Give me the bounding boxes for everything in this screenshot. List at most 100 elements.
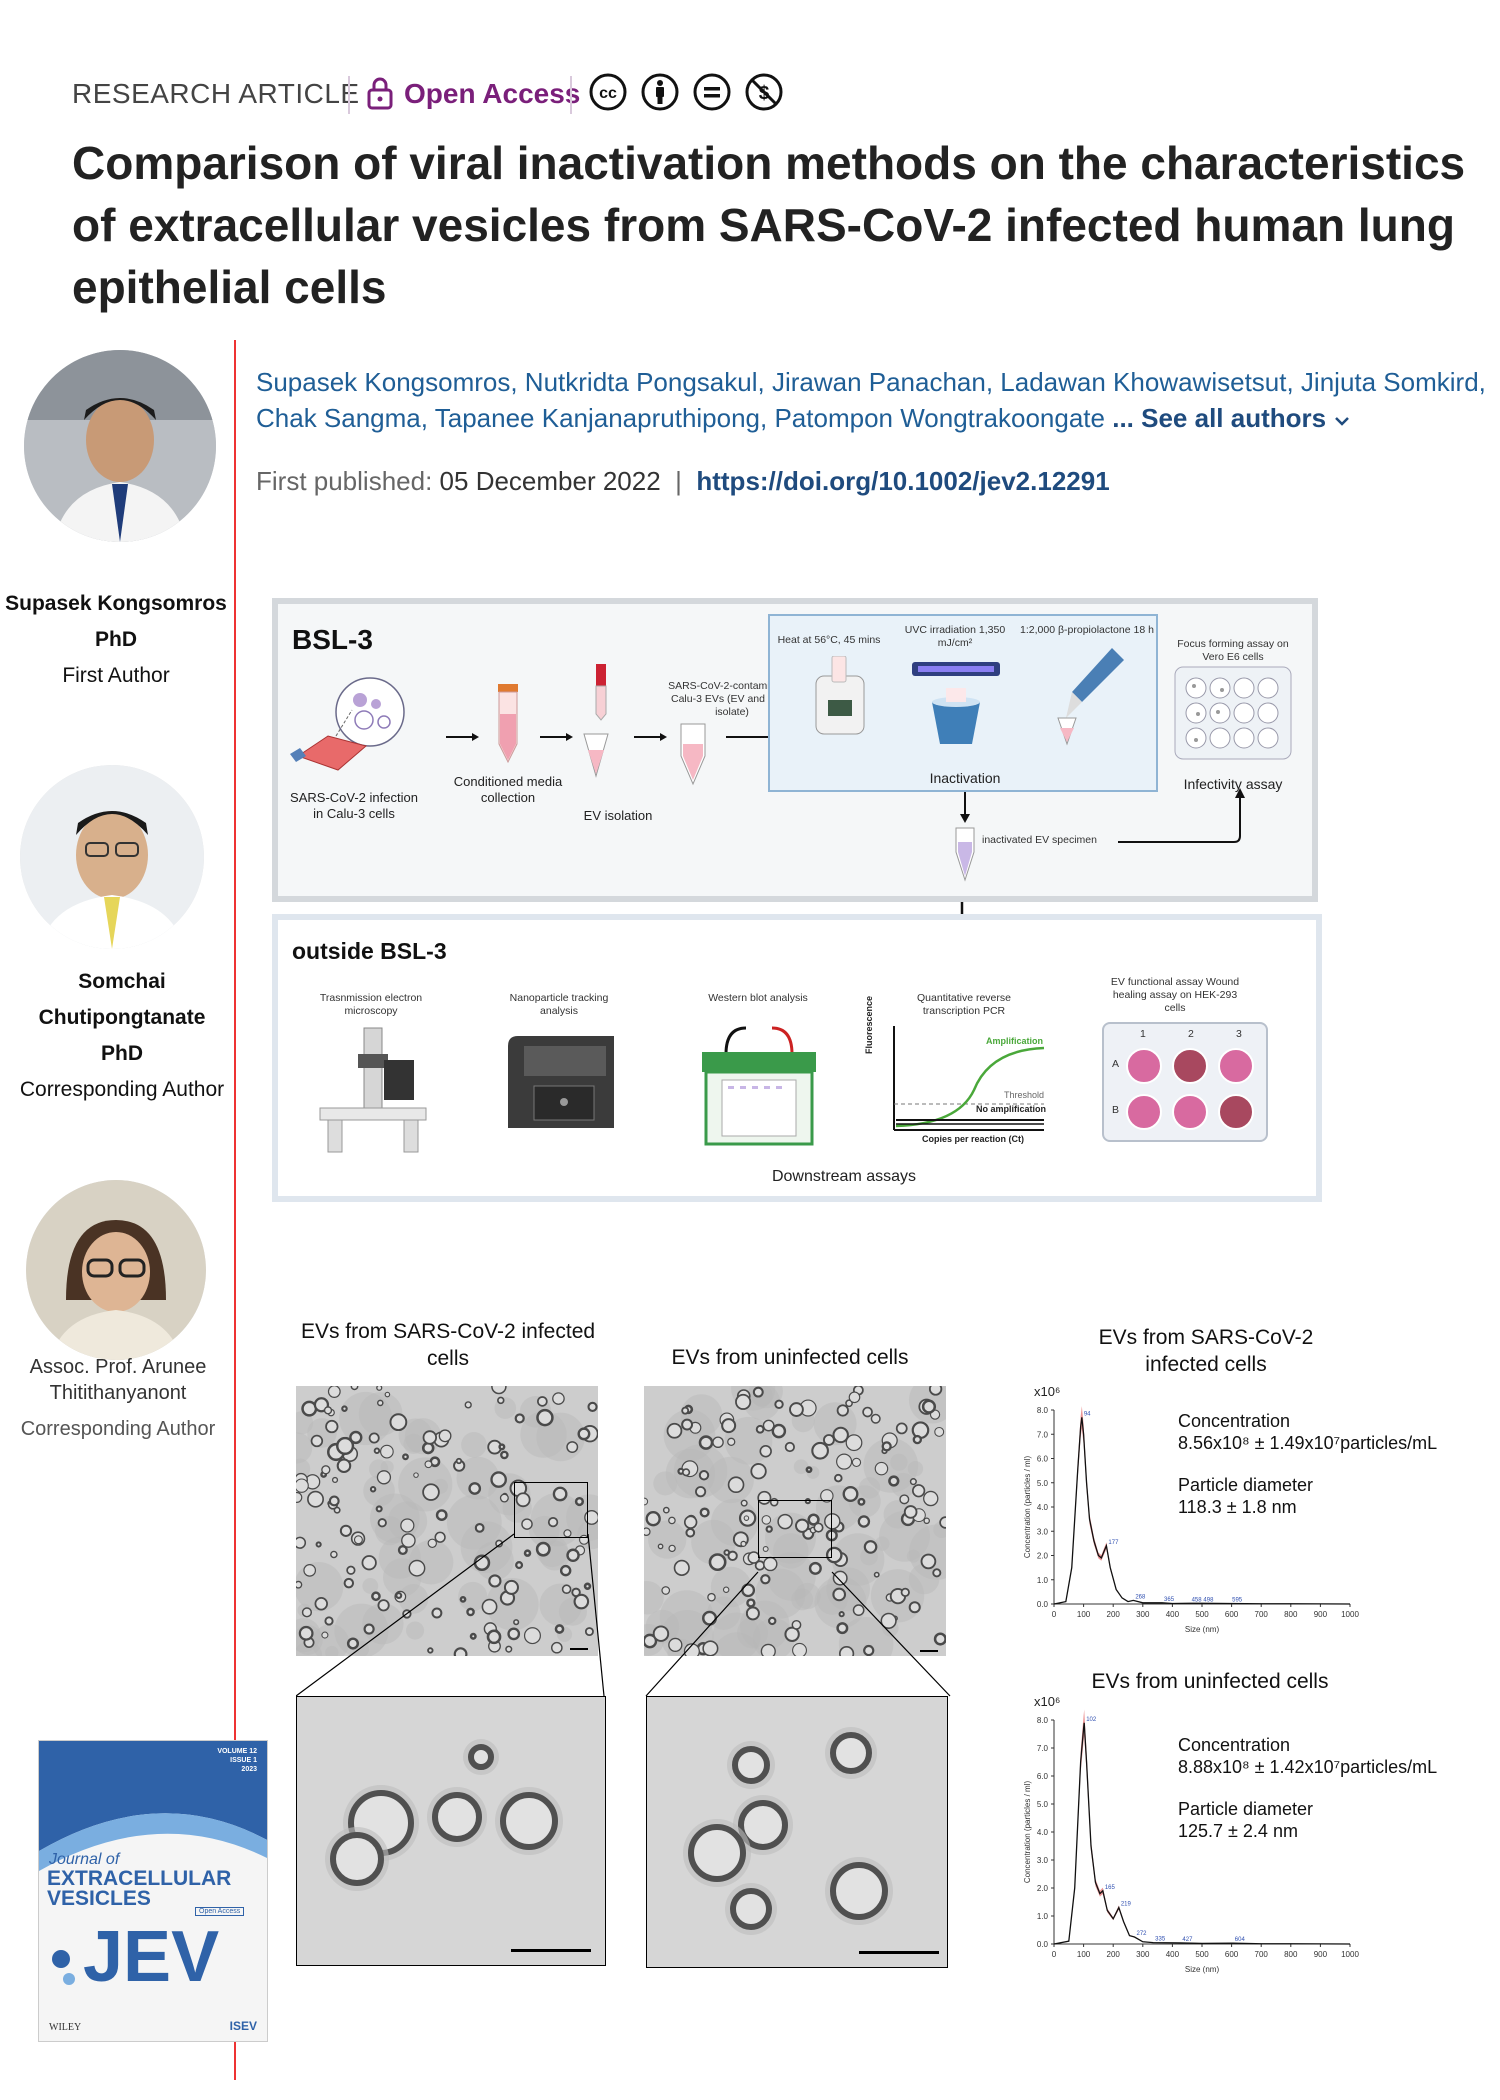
x-tick-label: 600	[1225, 1950, 1239, 1959]
cover-open-access: Open Access	[195, 1907, 245, 1916]
vesicle	[644, 1527, 651, 1537]
y-tick-label: 0.0	[1037, 1600, 1049, 1609]
vesicle	[346, 1637, 360, 1650]
vesicle	[466, 1607, 475, 1617]
qpcr-label: Quantitative reverse transcription PCR	[917, 992, 1011, 1017]
vesicle	[577, 1427, 591, 1441]
uninfected-micrograph-caption: EVs from uninfected cells	[671, 1346, 909, 1369]
vesicle	[863, 1644, 875, 1656]
vesicle	[513, 1619, 520, 1626]
tem-stain-blob	[814, 1576, 867, 1629]
vesicle	[668, 1637, 683, 1653]
vesicle	[857, 1515, 871, 1528]
error-band	[1054, 1406, 1350, 1604]
authors-text[interactable]: Supasek Kongsomros, Nutkridta Pongsakul,…	[256, 367, 1486, 433]
y-tick-label: 2.0	[1037, 1884, 1049, 1893]
western-blot-label: Western blot analysis	[708, 992, 808, 1004]
vesicle	[563, 1529, 572, 1538]
tem-stain-blob	[648, 1520, 687, 1559]
no-derivatives-icon[interactable]	[692, 72, 732, 112]
vesicle	[836, 1622, 849, 1635]
concentration-label: Concentration	[1178, 1735, 1291, 1755]
copies-axis-label: Copies per reaction (Ct)	[922, 1134, 1025, 1144]
tem-label: Trasnmission electron microscopy	[319, 992, 423, 1017]
tem-stain-blob	[644, 1581, 664, 1615]
y-axis-label: Concentration (particles / ml)	[1023, 1456, 1032, 1559]
vesicle	[760, 1643, 776, 1656]
falcon-tube-illustration	[498, 684, 518, 764]
vesicle	[759, 1445, 772, 1458]
tem-stain-blob	[659, 1590, 714, 1645]
x-axis-label: Size (nm)	[1185, 1625, 1220, 1634]
author-degree: PhD	[95, 628, 137, 651]
doi-link[interactable]: https://doi.org/10.1002/jev2.12291	[696, 466, 1110, 496]
peak-label: 177	[1108, 1540, 1119, 1546]
vesicle	[722, 1586, 730, 1594]
vesicle	[923, 1490, 939, 1507]
arrow-icon	[446, 733, 479, 741]
see-all-authors-link[interactable]: ... See all authors	[1105, 403, 1327, 433]
tem-micrograph	[644, 1386, 946, 1656]
y-tick-label: 8.0	[1037, 1406, 1049, 1415]
y-tick-label: 5.0	[1037, 1800, 1049, 1809]
vesicle	[881, 1441, 892, 1452]
vesicle	[397, 1545, 408, 1556]
vesicle	[559, 1564, 572, 1577]
diameter-label: Particle diameter	[1178, 1799, 1314, 1819]
vesicle	[771, 1423, 787, 1439]
vesicle	[727, 1550, 738, 1562]
tem-stain-blob	[743, 1386, 781, 1421]
diameter-value: 118.3 ± 1.8 nm	[1178, 1497, 1297, 1517]
y-tick-label: 1.0	[1037, 1912, 1049, 1921]
western-blot-tank-illustration	[702, 1026, 816, 1146]
first-published-label: First published:	[256, 466, 433, 496]
cover-jev-logo: JEV	[83, 1917, 220, 1997]
vesicle	[434, 1531, 446, 1543]
cc-icon[interactable]: cc	[588, 72, 628, 112]
vesicle	[488, 1574, 502, 1588]
vesicle	[369, 1486, 377, 1493]
vesicle	[474, 1522, 485, 1533]
non-commercial-icon[interactable]: $	[744, 72, 784, 112]
vesicle	[303, 1564, 317, 1577]
x-tick-label: 1000	[1341, 1950, 1359, 1959]
open-access-label[interactable]: Open Access	[404, 78, 581, 109]
tem-image-uninfected	[644, 1386, 946, 1656]
fluorescence-axis-label: Fluorescence	[864, 995, 874, 1054]
vesicle	[315, 1541, 322, 1548]
scale-bar	[920, 1650, 938, 1652]
tem-stain-blob	[520, 1411, 567, 1458]
inactivated-specimen-label: inactivated EV specimen	[982, 834, 1097, 846]
vesicle	[870, 1413, 881, 1424]
vesicle	[376, 1386, 383, 1391]
vesicle	[811, 1441, 829, 1460]
tem-stain-blob	[890, 1453, 908, 1471]
side-author-1: Supasek Kongsomros PhD First Author	[2, 586, 230, 694]
chevron-down-icon[interactable]	[1333, 415, 1351, 427]
cover-publisher: WILEY	[49, 2022, 82, 2033]
vesicle	[330, 1550, 338, 1559]
vesicle	[459, 1595, 467, 1603]
y-tick-label: 0.0	[1037, 1940, 1049, 1949]
vesicle	[325, 1419, 339, 1434]
vesicle	[912, 1434, 923, 1445]
peak-label: 498	[1203, 1597, 1214, 1603]
attribution-icon[interactable]	[640, 72, 680, 112]
header-divider	[348, 76, 350, 114]
tem-stain-blob	[906, 1549, 921, 1563]
vesicle	[583, 1582, 592, 1590]
vesicle	[768, 1616, 777, 1626]
vesicle	[331, 1476, 339, 1484]
pub-divider: |	[675, 466, 682, 496]
journal-cover[interactable]: VOLUME 12 ISSUE 1 2023 Journal of EXTRAC…	[38, 1740, 268, 2042]
vesicle	[566, 1441, 579, 1454]
publication-info: First published: 05 December 2022 | http…	[256, 466, 1110, 497]
vesicle	[824, 1513, 841, 1530]
scale-bar	[859, 1951, 939, 1954]
vesicle	[587, 1401, 598, 1412]
vesicle	[805, 1466, 813, 1474]
vesicle	[323, 1406, 333, 1415]
tem-stain-blob	[460, 1521, 513, 1574]
vesicle	[862, 1406, 873, 1418]
